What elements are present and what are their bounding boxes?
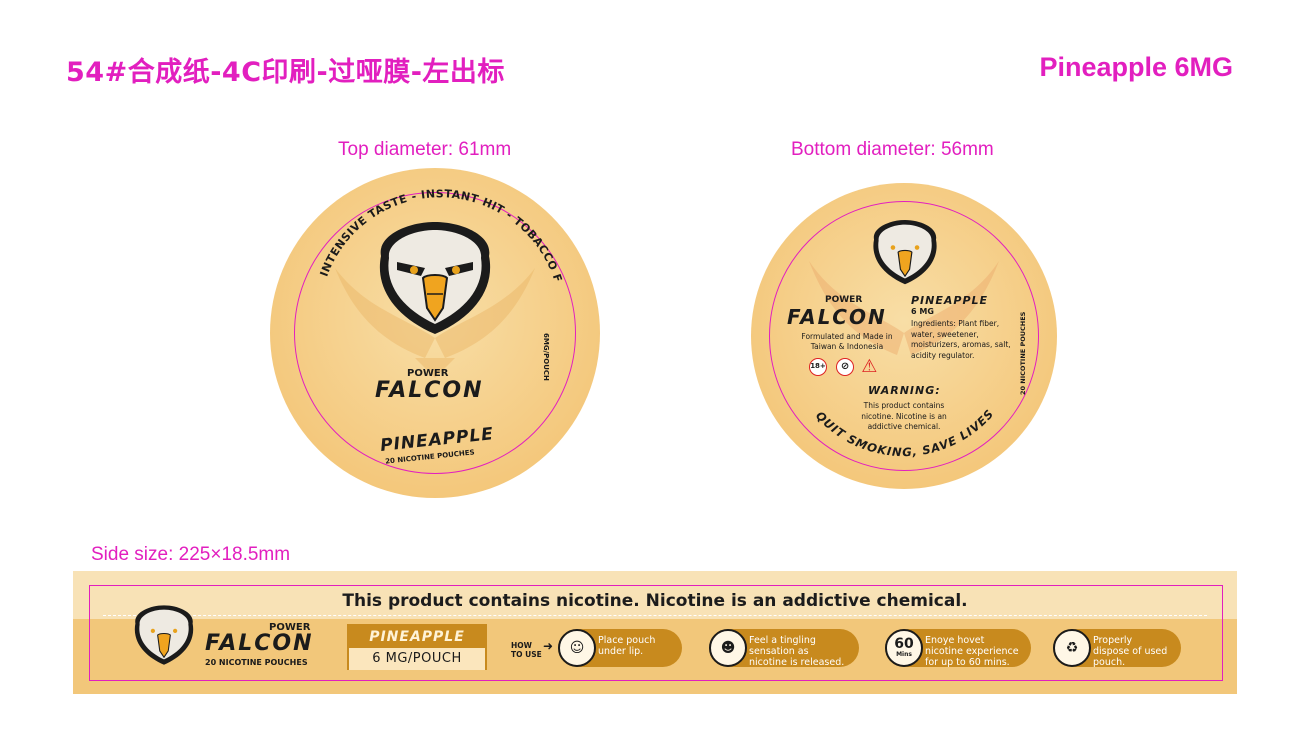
mouth-icon: ☺ xyxy=(558,629,596,667)
top-lid-guide-ring xyxy=(294,192,576,474)
strip-flavor-box: PINEAPPLE 6 MG/POUCH xyxy=(347,624,487,670)
timer-60-icon: 60 Mins xyxy=(885,629,923,667)
timer-unit: Mins xyxy=(896,651,912,658)
top-lid-strength-side: 6MG/POUCH xyxy=(542,333,550,381)
side-strip-dash-line xyxy=(103,615,1207,616)
step-4: ♻ Properly dispose of used pouch. xyxy=(1053,629,1181,668)
step-1-text: Place pouch under lip. xyxy=(598,635,656,657)
strip-how-to-use: HOW TO USE xyxy=(511,641,542,659)
bottom-lid-made-in: Formulated and Made in Taiwan & Indonesi… xyxy=(801,332,893,351)
bottom-lid-warning-title: WARNING: xyxy=(868,384,941,397)
timer-number: 60 xyxy=(894,636,914,652)
age-18-icon: 18+ xyxy=(809,357,827,376)
arrow-right-icon: ➜ xyxy=(543,639,554,653)
bottom-lid-warning-icons: 18+ ⊘ ⚠ xyxy=(807,356,877,377)
dispose-icon: ♻ xyxy=(1053,629,1091,667)
no-pregnancy-icon: ⊘ xyxy=(836,357,855,376)
top-lid: INTENSIVE TASTE - INSTANT HIT - TOBACCO … xyxy=(270,168,600,498)
bottom-lid-guide-ring xyxy=(769,201,1039,471)
bottom-lid-side-text: 20 NICOTINE POUCHES xyxy=(1019,311,1027,395)
strip-strength: 6 MG/POUCH xyxy=(349,648,485,670)
side-strip: This product contains nicotine. Nicotine… xyxy=(73,571,1237,694)
eagle-head-icon xyxy=(379,222,491,334)
strip-pouches: 20 NICOTINE POUCHES xyxy=(205,658,308,667)
bottom-eagle-head-icon xyxy=(873,220,937,285)
bottom-lid: POWER FALCON Formulated and Made in Taiw… xyxy=(751,183,1057,489)
bottom-lid-brand: FALCON xyxy=(787,305,887,329)
bottom-lid-flavor: PINEAPPLE xyxy=(911,294,989,307)
side-size-label: Side size: 225×18.5mm xyxy=(91,544,291,565)
strip-eagle-head-icon xyxy=(134,605,194,665)
step-2: ☻ Feel a tingling sensation as nicotine … xyxy=(709,629,859,668)
step-3-text: Enoye hovet nicotine experience for up t… xyxy=(925,635,1019,668)
top-lid-power: POWER xyxy=(407,368,449,379)
side-strip-warning: This product contains nicotine. Nicotine… xyxy=(342,591,968,611)
side-strip-top-band xyxy=(73,571,1237,619)
strip-power: POWER xyxy=(269,622,311,633)
bottom-lid-warning-text: This product contains nicotine. Nicotine… xyxy=(861,401,947,431)
wings-watermark-icon xyxy=(335,268,535,378)
step-1: ☺ Place pouch under lip. xyxy=(558,629,682,667)
svg-text:QUIT SMOKING, SAVE LIVES: QUIT SMOKING, SAVE LIVES xyxy=(813,406,997,459)
step-4-text: Properly dispose of used pouch. xyxy=(1093,635,1168,668)
bottom-wings-watermark-icon xyxy=(809,261,999,355)
bottom-lid-slogan-arc: QUIT SMOKING, SAVE LIVES xyxy=(813,406,997,459)
spec-title: 54#合成纸-4C印刷-过哑膜-左出标 xyxy=(66,57,505,88)
side-strip-guide xyxy=(89,585,1223,681)
bottom-lid-strength: 6 MG xyxy=(911,307,934,316)
top-lid-brand: FALCON xyxy=(375,378,484,403)
tingle-icon: ☻ xyxy=(709,629,747,667)
bottom-diameter-label: Bottom diameter: 56mm xyxy=(791,139,994,160)
step-2-text: Feel a tingling sensation as nicotine is… xyxy=(749,635,845,668)
hazard-triangle-icon: ⚠ xyxy=(861,356,878,377)
step-3: 60 Mins Enoye hovet nicotine experience … xyxy=(885,629,1031,668)
flavor-strength-title: Pineapple 6MG xyxy=(1039,52,1233,82)
bottom-lid-ingredients: Ingredients: Plant fiber, water, sweeten… xyxy=(911,319,1011,360)
strip-brand: FALCON xyxy=(205,631,314,656)
top-diameter-label: Top diameter: 61mm xyxy=(338,139,512,160)
strip-flavor: PINEAPPLE xyxy=(349,626,485,648)
bottom-lid-power: POWER xyxy=(825,295,863,305)
